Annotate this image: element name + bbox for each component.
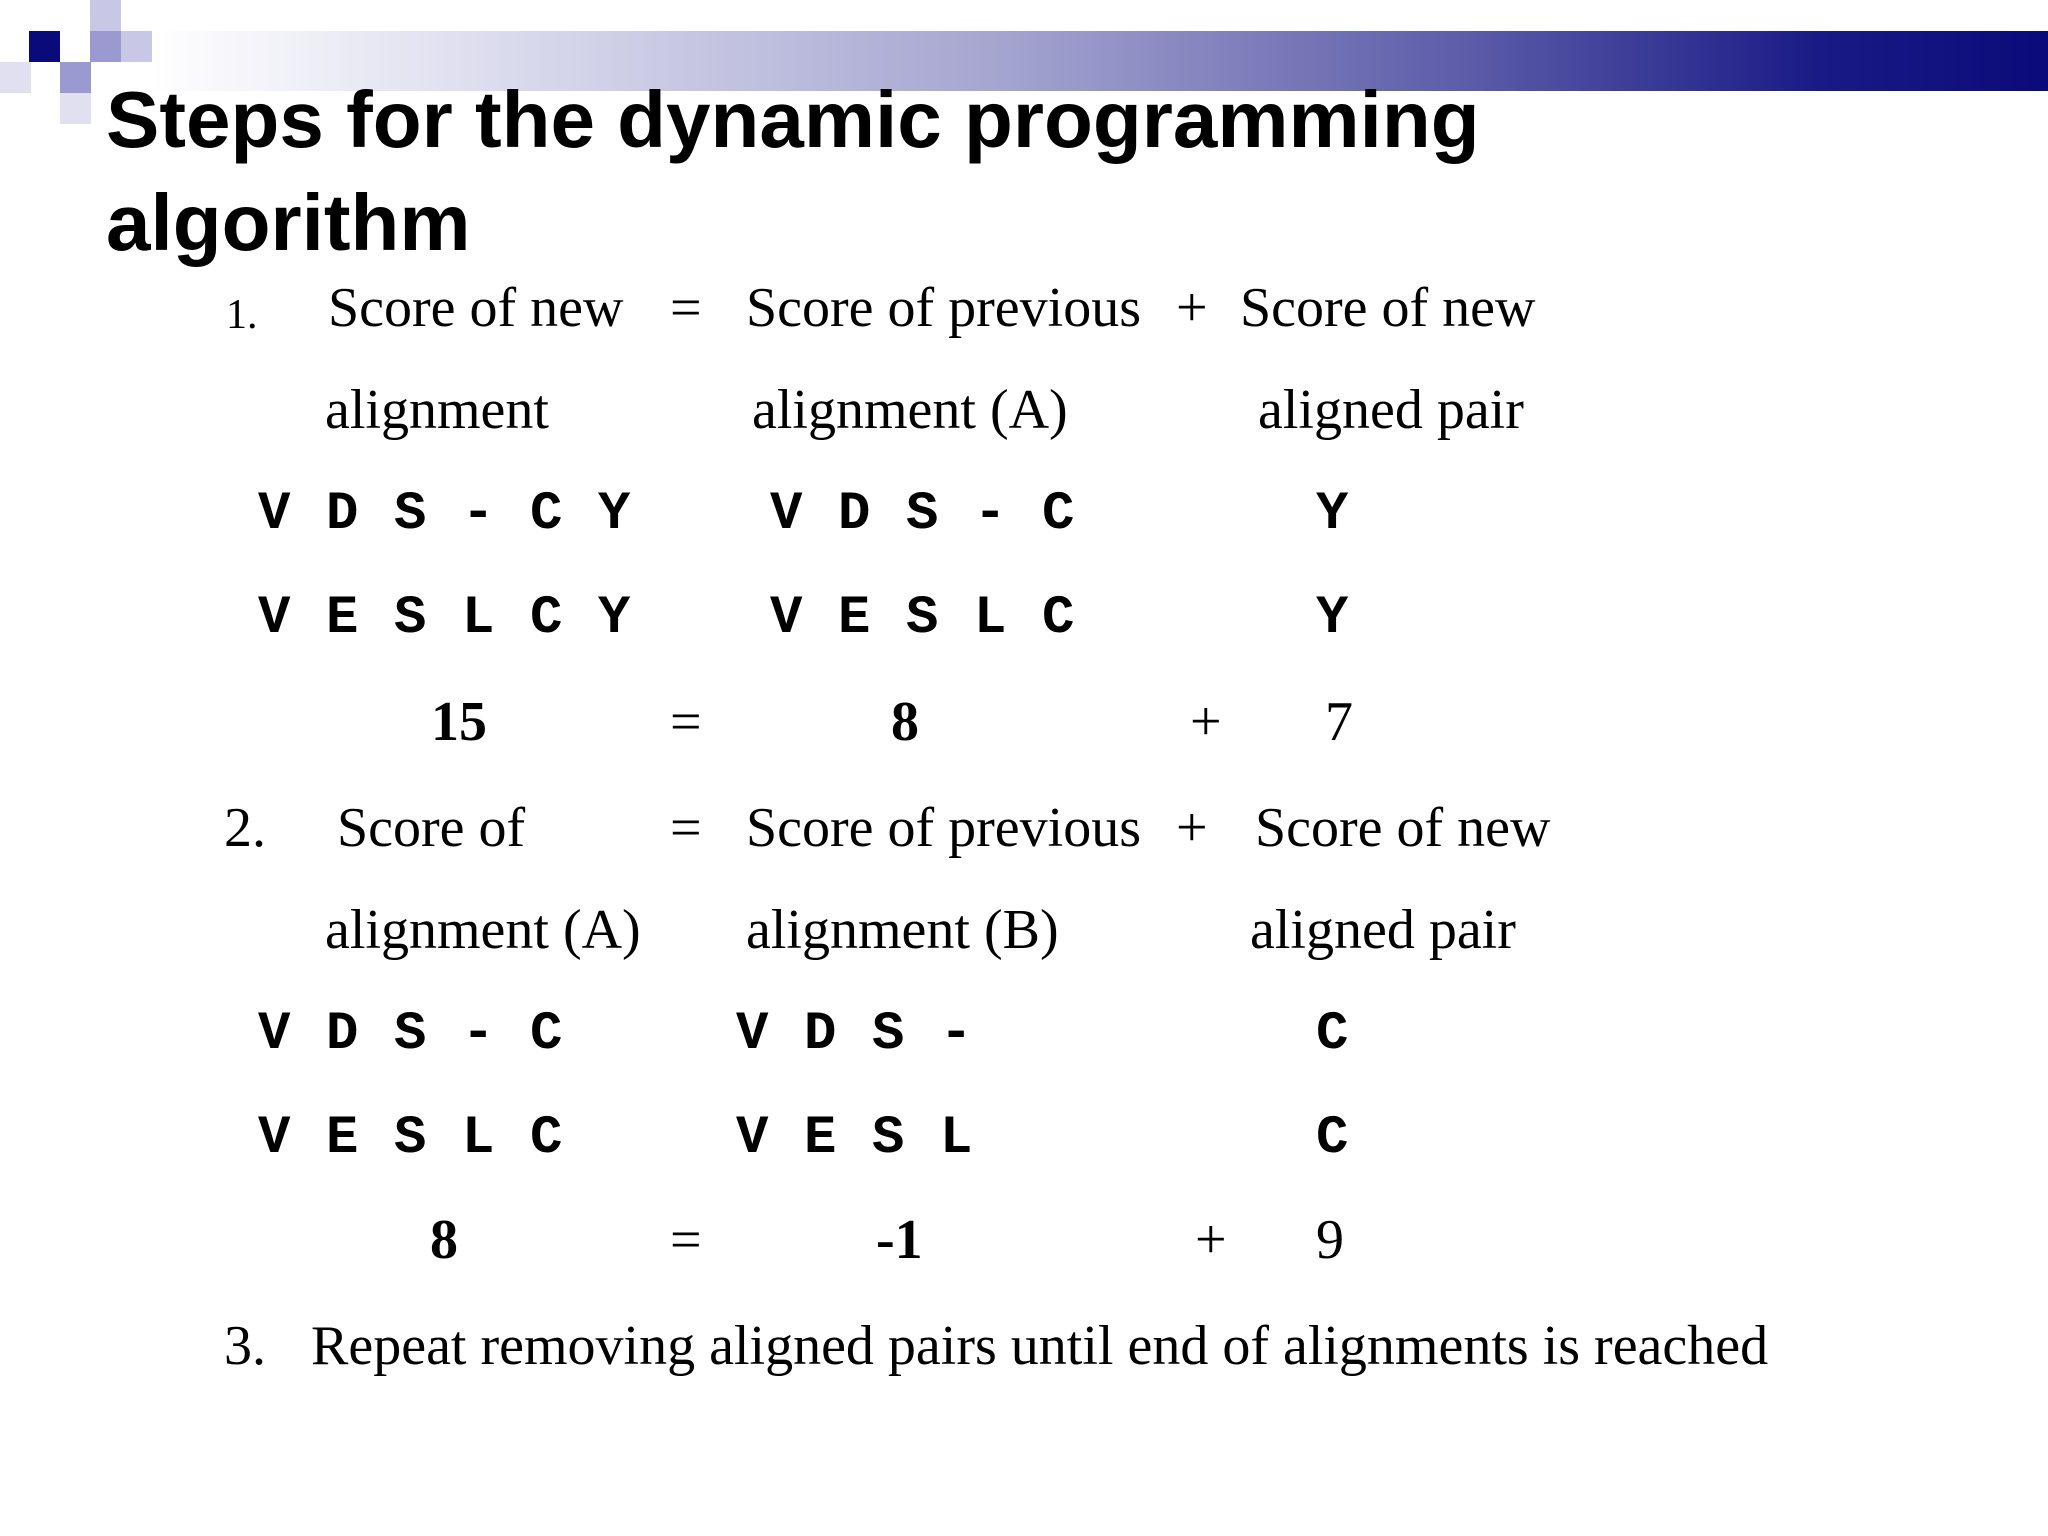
step-1-equals: = bbox=[670, 277, 702, 339]
residue: E bbox=[326, 1108, 359, 1169]
step-2-col1-line1: Score of bbox=[337, 797, 526, 859]
step-2-col2-line1: Score of previous bbox=[746, 797, 1142, 859]
residue: C bbox=[1042, 588, 1075, 649]
residue: L bbox=[462, 588, 495, 649]
residue: S bbox=[394, 588, 427, 649]
residue: S bbox=[872, 1004, 905, 1065]
residue: S bbox=[394, 1004, 427, 1065]
step-2-score-prev: -1 bbox=[876, 1209, 923, 1271]
residue: E bbox=[804, 1108, 837, 1169]
residue: Y bbox=[598, 484, 631, 545]
step-1-score-total: 15 bbox=[431, 691, 487, 753]
slide-title: Steps for the dynamic programming algori… bbox=[106, 75, 1480, 267]
step-2-score-plus: + bbox=[1195, 1209, 1227, 1271]
step-1-col1-line2: alignment bbox=[325, 379, 549, 441]
step-2-plus: + bbox=[1176, 797, 1208, 859]
residue: C bbox=[1042, 484, 1075, 545]
step-1-score-equals: = bbox=[670, 691, 702, 753]
residue: C bbox=[530, 484, 563, 545]
logo-square-dark bbox=[29, 31, 60, 62]
step-1-plus: + bbox=[1176, 277, 1208, 339]
residue: V bbox=[736, 1004, 769, 1065]
residue: Y bbox=[598, 588, 631, 649]
logo-square-faint bbox=[60, 93, 91, 124]
residue: V bbox=[258, 484, 291, 545]
step-1-score-pair: 7 bbox=[1325, 691, 1353, 753]
step-2-score-total: 8 bbox=[430, 1209, 458, 1271]
residue: L bbox=[940, 1108, 973, 1169]
residue: E bbox=[838, 588, 871, 649]
step-2-col2-line2: alignment (B) bbox=[746, 899, 1059, 961]
residue: V bbox=[258, 1004, 291, 1065]
step-1-col3-line1: Score of new bbox=[1240, 277, 1536, 339]
step-1-pair-bottom: Y bbox=[1316, 588, 1349, 649]
step-2-score-equals: = bbox=[670, 1209, 702, 1271]
residue: - bbox=[462, 1004, 495, 1065]
residue: V bbox=[770, 588, 803, 649]
residue: V bbox=[736, 1108, 769, 1169]
step-1-pair-top: Y bbox=[1316, 484, 1349, 545]
residue: D bbox=[804, 1004, 837, 1065]
step-2-score-pair: 9 bbox=[1316, 1209, 1344, 1271]
residue: V bbox=[258, 1108, 291, 1169]
step-2-pair-top: C bbox=[1316, 1004, 1349, 1065]
residue: C bbox=[530, 1004, 563, 1065]
residue: L bbox=[462, 1108, 495, 1169]
step-3-number: 3. bbox=[224, 1315, 266, 1377]
logo-square-faint bbox=[121, 31, 152, 62]
step-1-col1-line1: Score of new bbox=[328, 277, 624, 339]
residue: S bbox=[394, 1108, 427, 1169]
step-1-col3-line2: aligned pair bbox=[1258, 379, 1524, 441]
residue: - bbox=[462, 484, 495, 545]
step-2-col1-line2: alignment (A) bbox=[325, 899, 641, 961]
residue: S bbox=[906, 588, 939, 649]
residue: E bbox=[326, 588, 359, 649]
residue: D bbox=[326, 1004, 359, 1065]
step-2-col3-line2: aligned pair bbox=[1250, 899, 1516, 961]
residue: V bbox=[770, 484, 803, 545]
step-3-text: Repeat removing aligned pairs until end … bbox=[311, 1315, 1769, 1377]
step-1-col2-line2: alignment (A) bbox=[752, 379, 1068, 441]
logo-square-light bbox=[60, 62, 91, 93]
step-2-col3-line1: Score of new bbox=[1255, 797, 1551, 859]
step-1-score-plus: + bbox=[1190, 691, 1222, 753]
step-2-equals: = bbox=[670, 797, 702, 859]
logo-square-light bbox=[90, 31, 121, 62]
residue: C bbox=[530, 588, 563, 649]
residue: D bbox=[838, 484, 871, 545]
step-1-score-prev: 8 bbox=[891, 691, 919, 753]
residue: D bbox=[326, 484, 359, 545]
logo-square-faint bbox=[90, 0, 121, 31]
title-gradient-bar bbox=[150, 31, 2048, 91]
residue: C bbox=[530, 1108, 563, 1169]
logo-square-faint bbox=[0, 62, 31, 93]
residue: - bbox=[974, 484, 1007, 545]
residue: - bbox=[940, 1004, 973, 1065]
residue: S bbox=[906, 484, 939, 545]
step-1-number: 1. bbox=[226, 292, 258, 338]
residue: S bbox=[394, 484, 427, 545]
residue: S bbox=[872, 1108, 905, 1169]
step-2-pair-bottom: C bbox=[1316, 1108, 1349, 1169]
step-1-col2-line1: Score of previous bbox=[746, 277, 1142, 339]
residue: V bbox=[258, 588, 291, 649]
residue: L bbox=[974, 588, 1007, 649]
step-2-number: 2. bbox=[224, 797, 266, 859]
